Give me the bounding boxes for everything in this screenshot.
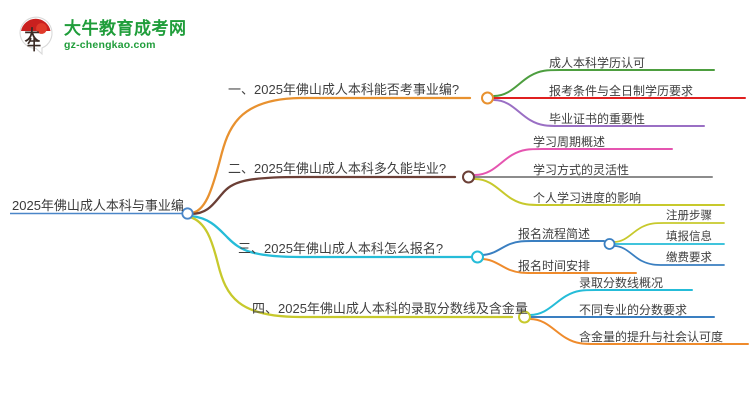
root-node-label[interactable]: 2025年佛山成人本科与事业编 xyxy=(12,198,184,213)
edge-b2-leaf-3 xyxy=(474,178,725,206)
edge-b3-leaf-2 xyxy=(480,258,637,274)
edge-b4-leaf-1 xyxy=(529,289,693,316)
logo-text-group: 大牛教育成考网 gz-chengkao.com xyxy=(64,20,187,51)
edge-root-branch-4 xyxy=(188,215,514,319)
branch-3-connector-node[interactable] xyxy=(471,250,484,264)
branch-1-label[interactable]: 一、2025年佛山成人本科能否考事业编? xyxy=(228,82,460,97)
site-logo: 大 牛 大牛教育成考网 gz-chengkao.com xyxy=(14,12,189,58)
branch-4-leaf-3-label[interactable]: 含金量的提升与社会认可度 xyxy=(579,330,724,344)
branch-2-label[interactable]: 二、2025年佛山成人本科多久能毕业? xyxy=(228,161,447,176)
edge-b1-leaf-1 xyxy=(493,69,715,97)
sub-leaf-1-label[interactable]: 注册步骤 xyxy=(666,210,712,222)
branch-3-leaf-2-label[interactable]: 报名时间安排 xyxy=(518,259,591,273)
branch-4-connector-node[interactable] xyxy=(518,310,531,324)
logo-subtitle: gz-chengkao.com xyxy=(64,38,156,51)
branch-2-leaf-3-label[interactable]: 个人学习进度的影响 xyxy=(533,191,642,205)
branch-2-leaf-2-label[interactable]: 学习方式的灵活性 xyxy=(533,163,630,177)
branch-1-leaf-1-label[interactable]: 成人本科学历认可 xyxy=(549,56,646,70)
root-connector-node[interactable] xyxy=(181,207,194,220)
daniu-logo-icon: 大 牛 xyxy=(14,13,58,57)
branch-3-leaf-1-label[interactable]: 报名流程简述 xyxy=(518,227,591,241)
edge-root-branch-3 xyxy=(189,214,478,259)
edge-b2-leaf-1 xyxy=(474,148,673,176)
branch-1-connector-node[interactable] xyxy=(481,91,494,105)
sub-branch-connector-node[interactable] xyxy=(603,238,616,250)
svg-text:牛: 牛 xyxy=(27,37,41,53)
branch-4-leaf-2-label[interactable]: 不同专业的分数要求 xyxy=(579,303,688,317)
branch-3-label[interactable]: 三、2025年佛山成人本科怎么报名? xyxy=(238,241,444,256)
branch-1-leaf-2-label[interactable]: 报考条件与全日制学历要求 xyxy=(549,84,694,98)
branch-2-leaf-1-label[interactable]: 学习周期概述 xyxy=(533,135,606,149)
branch-4-leaf-1-label[interactable]: 录取分数线概况 xyxy=(579,276,664,290)
edge-b1-leaf-3 xyxy=(493,99,705,127)
edge-root-branch-1 xyxy=(188,96,472,215)
logo-title: 大牛教育成考网 xyxy=(64,18,187,38)
edge-sub-leaf-1 xyxy=(613,222,725,243)
sub-leaf-3-label[interactable]: 缴费要求 xyxy=(666,252,712,264)
edge-sub-leaf-3 xyxy=(613,245,725,266)
edge-b4-leaf-3 xyxy=(529,318,749,345)
branch-4-label[interactable]: 四、2025年佛山成人本科的录取分数线及含金量 xyxy=(252,301,528,316)
svg-text:大: 大 xyxy=(24,26,39,44)
branch-1-leaf-3-label[interactable]: 毕业证书的重要性 xyxy=(549,112,646,126)
sub-leaf-2-label[interactable]: 填报信息 xyxy=(666,231,712,243)
branch-2-connector-node[interactable] xyxy=(462,170,475,184)
edge-root-branch-2 xyxy=(189,175,457,216)
edge-b3-leaf-1 xyxy=(480,240,605,256)
